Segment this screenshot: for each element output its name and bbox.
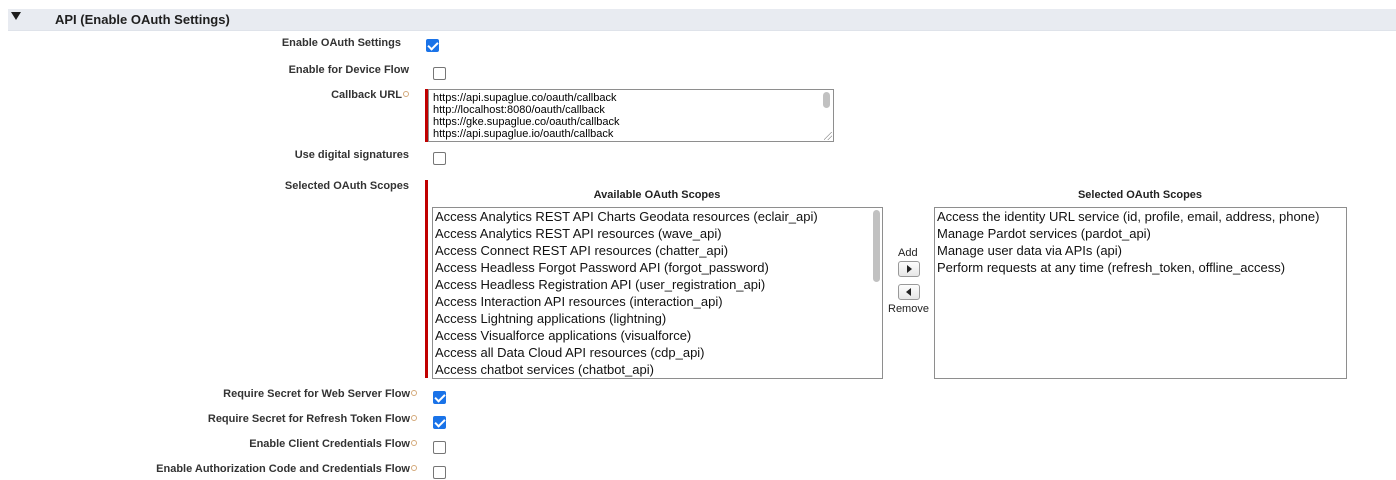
listbox-scrollbar[interactable]: [873, 210, 880, 282]
device-flow-label: Enable for Device Flow: [288, 64, 409, 76]
available-scopes-title: Available OAuth Scopes: [593, 189, 721, 201]
resize-grip-icon[interactable]: [824, 132, 832, 140]
scope-option[interactable]: Access chatbot services (chatbot_api): [435, 362, 654, 377]
secret-web-server-label: Require Secret for Web Server Flow: [223, 388, 417, 400]
digital-signatures-label: Use digital signatures: [294, 149, 409, 161]
client-credentials-label: Enable Client Credentials Flow: [249, 438, 417, 450]
add-button[interactable]: [898, 261, 920, 277]
client-credentials-checkbox[interactable]: [433, 441, 446, 454]
scope-option[interactable]: Access all Data Cloud API resources (cdp…: [435, 345, 705, 360]
scope-option[interactable]: Access Lightning applications (lightning…: [435, 311, 667, 326]
scope-option[interactable]: Access Analytics REST API Charts Geodata…: [435, 209, 818, 224]
digital-signatures-checkbox[interactable]: [433, 152, 446, 165]
callback-url-line: http://localhost:8080/oauth/callback: [433, 104, 605, 116]
required-indicator: [425, 180, 428, 378]
remove-label: Remove: [888, 303, 929, 315]
remove-button[interactable]: [898, 284, 920, 300]
scope-option[interactable]: Manage user data via APIs (api): [937, 243, 1122, 258]
scope-option[interactable]: Access Connect REST API resources (chatt…: [435, 243, 729, 258]
selected-scopes-title: Selected OAuth Scopes: [1077, 189, 1203, 201]
callback-url-label-text: Callback URL: [331, 89, 402, 101]
collapse-triangle-icon[interactable]: [11, 12, 21, 20]
enable-oauth-label: Enable OAuth Settings: [281, 37, 401, 49]
scope-option[interactable]: Access Interaction API resources (intera…: [435, 294, 723, 309]
oauth-scopes-label: Selected OAuth Scopes: [284, 180, 409, 192]
section-title: API (Enable OAuth Settings): [55, 12, 230, 27]
arrow-right-icon: [907, 265, 912, 273]
client-credentials-label-text: Enable Client Credentials Flow: [249, 438, 410, 450]
callback-url-line: https://api.supaglue.io/oauth/callback: [433, 128, 614, 140]
selected-scopes-listbox[interactable]: Access the identity URL service (id, pro…: [934, 207, 1347, 379]
auth-code-credentials-checkbox[interactable]: [433, 466, 446, 479]
help-icon[interactable]: [411, 440, 417, 447]
secret-refresh-checkbox[interactable]: [433, 416, 446, 429]
add-label: Add: [898, 247, 918, 259]
auth-code-credentials-label: Enable Authorization Code and Credential…: [156, 463, 417, 475]
scope-option[interactable]: Access the identity URL service (id, pro…: [937, 209, 1320, 224]
textarea-scrollbar[interactable]: [823, 92, 830, 108]
arrow-left-icon: [906, 288, 911, 296]
device-flow-checkbox[interactable]: [433, 67, 446, 80]
scope-option[interactable]: Perform requests at any time (refresh_to…: [937, 260, 1286, 275]
secret-refresh-label: Require Secret for Refresh Token Flow: [208, 413, 417, 425]
help-icon[interactable]: [411, 390, 417, 397]
section-header[interactable]: API (Enable OAuth Settings): [8, 9, 1396, 31]
scope-option[interactable]: Access Headless Registration API (user_r…: [435, 277, 766, 292]
help-icon[interactable]: [411, 465, 417, 472]
secret-refresh-label-text: Require Secret for Refresh Token Flow: [207, 413, 410, 425]
help-icon[interactable]: [403, 91, 409, 98]
callback-url-line: https://api.supaglue.co/oauth/callback: [433, 92, 617, 104]
available-scopes-listbox[interactable]: Access Analytics REST API Charts Geodata…: [432, 207, 883, 379]
secret-web-server-checkbox[interactable]: [433, 391, 446, 404]
scope-option[interactable]: Access Headless Forgot Password API (for…: [435, 260, 769, 275]
callback-url-textarea[interactable]: https://api.supaglue.co/oauth/callback h…: [428, 89, 834, 142]
required-indicator: [425, 89, 428, 142]
auth-code-credentials-label-text: Enable Authorization Code and Credential…: [156, 463, 410, 475]
enable-oauth-checkbox[interactable]: [426, 39, 439, 52]
callback-url-label: Callback URL: [331, 89, 409, 101]
scope-option[interactable]: Access Visualforce applications (visualf…: [435, 328, 692, 343]
scope-option[interactable]: Access Analytics REST API resources (wav…: [435, 226, 722, 241]
secret-web-server-label-text: Require Secret for Web Server Flow: [223, 388, 410, 400]
callback-url-line: https://gke.supaglue.co/oauth/callback: [433, 116, 620, 128]
scope-option[interactable]: Manage Pardot services (pardot_api): [937, 226, 1151, 241]
help-icon[interactable]: [411, 415, 417, 422]
